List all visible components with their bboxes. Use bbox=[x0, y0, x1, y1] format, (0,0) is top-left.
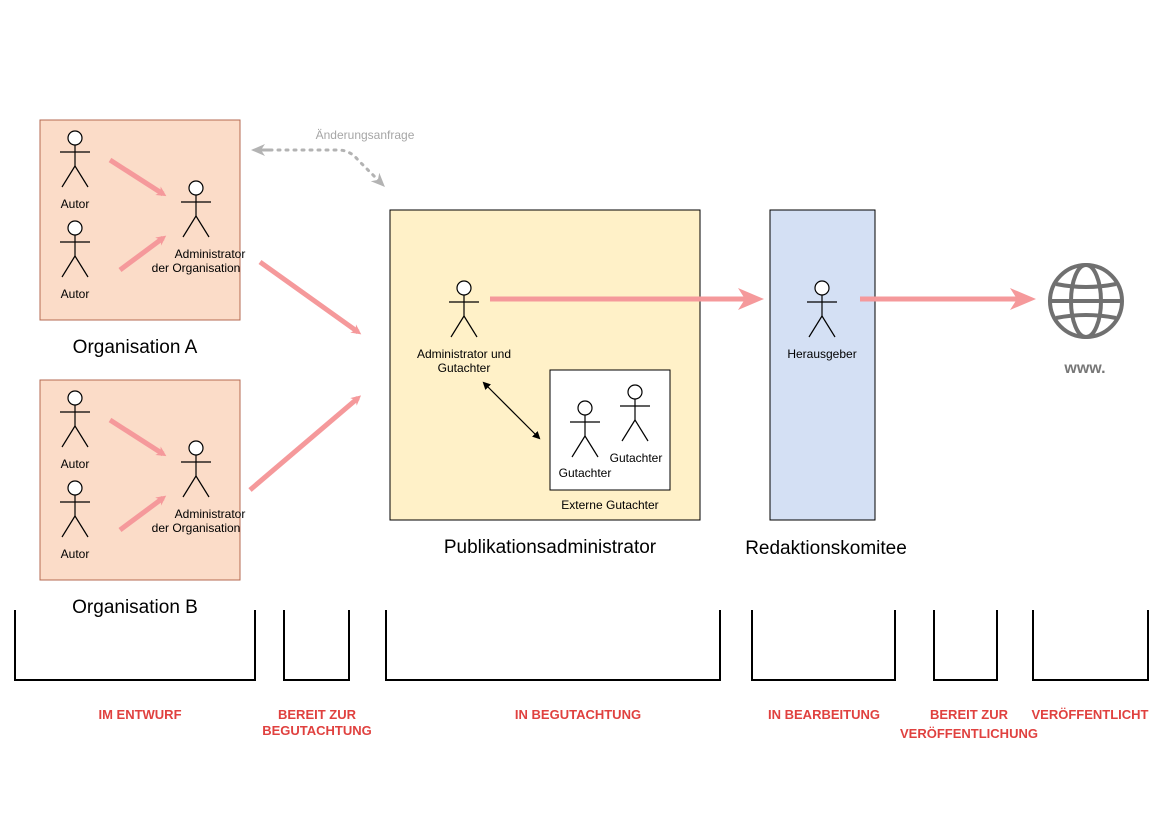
external-reviewers-label: Externe Gutachter bbox=[561, 498, 658, 512]
org-admin-label-line2: der Organisation bbox=[152, 261, 241, 275]
external-reviewers-box bbox=[549, 369, 671, 491]
stage-label-line2: VERÖFFENTLICHUNG bbox=[900, 726, 1038, 741]
stage-label: VERÖFFENTLICHT bbox=[1032, 707, 1149, 722]
author-label: Autor bbox=[61, 197, 90, 211]
organisation-b-group: Autor Autor Administrator der Organisati… bbox=[39, 379, 246, 581]
admin-reviewer-label-line1: Administrator und bbox=[417, 347, 511, 361]
editorial-group: Herausgeber bbox=[769, 209, 876, 521]
flow-arrow bbox=[108, 417, 167, 457]
web-label: www. bbox=[1063, 360, 1105, 377]
reviewer-label: Gutachter bbox=[559, 466, 612, 480]
author-label: Autor bbox=[61, 457, 90, 471]
organisation-b-title: Organisation B bbox=[72, 597, 198, 618]
editorial-box bbox=[769, 209, 876, 521]
admin-reviewer-label-line2: Gutachter bbox=[438, 361, 491, 375]
stage-bracket bbox=[1032, 610, 1149, 681]
organisation-b-box bbox=[39, 379, 241, 581]
flow-arrow bbox=[248, 395, 362, 492]
org-admin-label-line2: der Organisation bbox=[152, 521, 241, 535]
stage-label: BEREIT ZUR bbox=[278, 707, 357, 722]
stage-label: IN BEARBEITUNG bbox=[768, 707, 880, 722]
change-request-label: Änderungsanfrage bbox=[316, 128, 415, 142]
stage-label: IN BEGUTACHTUNG bbox=[515, 707, 641, 722]
publication-admin-title: Publikationsadministrator bbox=[444, 537, 657, 558]
stage-bracket bbox=[283, 610, 350, 681]
globe-icon bbox=[1048, 263, 1124, 339]
stage-label: BEREIT ZUR bbox=[930, 707, 1009, 722]
stage-label: IM ENTWURF bbox=[98, 707, 181, 722]
organisation-a-group: Autor Autor Administrator der Organisati… bbox=[39, 119, 246, 321]
stage-bracket bbox=[751, 610, 896, 681]
editorial-title: Redaktionskomitee bbox=[745, 538, 907, 559]
flow-arrow bbox=[118, 495, 167, 533]
author-label: Autor bbox=[61, 287, 90, 301]
editor-label: Herausgeber bbox=[787, 347, 856, 361]
org-admin-label-line1: Administrator bbox=[175, 247, 246, 261]
stage-label-line2: BEGUTACHTUNG bbox=[262, 723, 372, 738]
author-label: Autor bbox=[61, 547, 90, 561]
stage-bracket bbox=[933, 610, 998, 681]
flow-arrow bbox=[108, 157, 167, 197]
organisation-a-title: Organisation A bbox=[73, 337, 198, 358]
flow-arrow bbox=[118, 235, 167, 273]
stage-bracket bbox=[14, 610, 256, 681]
stage-bracket bbox=[385, 610, 721, 681]
org-admin-label-line1: Administrator bbox=[175, 507, 246, 521]
stage-brackets bbox=[14, 610, 1149, 681]
reviewer-label: Gutachter bbox=[610, 451, 663, 465]
review-exchange-arrow bbox=[482, 381, 541, 440]
change-request-arrow bbox=[260, 148, 385, 187]
publication-admin-group: Administrator und Gutachter Gutachter Gu… bbox=[389, 209, 701, 521]
organisation-a-box bbox=[39, 119, 241, 321]
flow-arrow bbox=[258, 259, 362, 335]
